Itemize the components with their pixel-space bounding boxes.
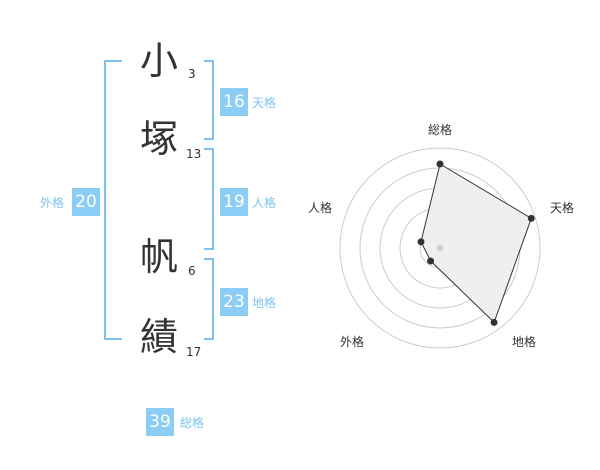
radar-point — [490, 318, 498, 326]
radar-axis-label-soukaku: 総格 — [428, 122, 452, 137]
soukaku-badge: 39 — [146, 408, 174, 436]
radar-ring — [339, 147, 541, 349]
tenkaku-badge: 16 — [220, 88, 248, 116]
name-char-3: 帆 — [140, 235, 179, 279]
radar-axis-label-chikaku: 地格 — [512, 334, 536, 349]
name-char-1: 小 — [140, 39, 179, 83]
radar-point — [417, 238, 425, 246]
name-char-2: 塚 — [140, 117, 179, 161]
jinkaku-label: 人格 — [252, 196, 277, 210]
gaikaku-label: 外格 — [40, 196, 65, 210]
radar-axis-label-gaikaku: 外格 — [340, 334, 364, 349]
stroke-count-4: 17 — [186, 345, 202, 359]
radar-axis-label-tenkaku: 天格 — [550, 200, 574, 215]
soukaku-label: 総格 — [180, 416, 205, 430]
radar-polygon — [420, 163, 532, 324]
chikaku-label: 地格 — [252, 296, 277, 310]
stroke-count-3: 6 — [188, 264, 196, 278]
radar-point — [427, 257, 435, 265]
radar-axis-label-jinkaku: 人格 — [308, 200, 332, 215]
gaikaku-badge: 20 — [72, 188, 100, 216]
radar-point — [527, 214, 535, 222]
radar-points — [417, 160, 535, 326]
radar-point — [436, 160, 444, 168]
stroke-count-1: 3 — [188, 67, 196, 81]
name-char-4: 績 — [140, 315, 179, 359]
radar-center — [437, 245, 443, 251]
jinkaku-badge: 19 — [220, 188, 248, 216]
stroke-count-2: 13 — [186, 147, 202, 161]
chikaku-badge: 23 — [220, 288, 248, 316]
tenkaku-label: 天格 — [252, 96, 277, 110]
